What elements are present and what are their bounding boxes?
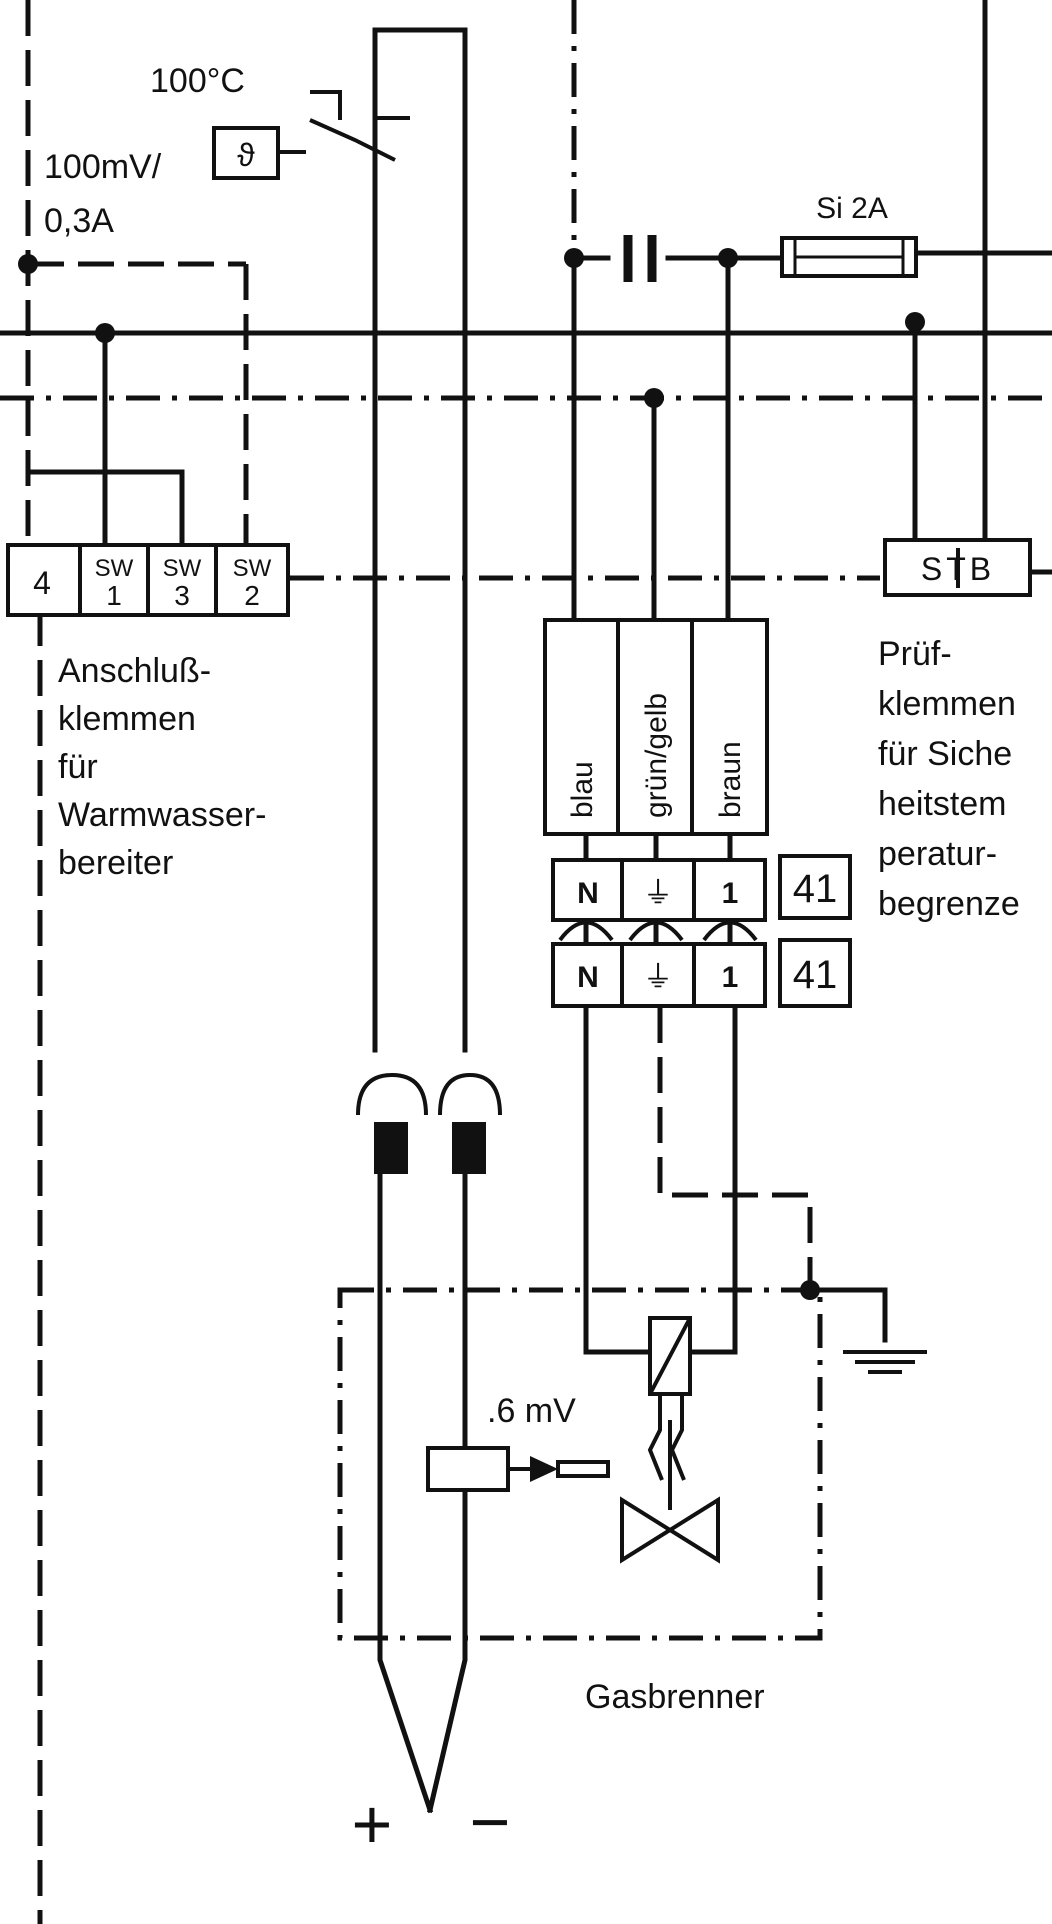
junction-dot <box>18 254 38 274</box>
thermocouple-sensor: .6 mV <box>426 1392 610 1492</box>
burner-label: Gasbrenner <box>585 1678 765 1716</box>
receptacle-arc <box>702 920 758 942</box>
stb-caption-line: begrenze <box>878 885 1020 923</box>
switch-actuator <box>310 90 342 120</box>
dhw-caption-line: Anschluß- <box>58 652 211 690</box>
connector-41-lower: N ⏚ 1 41 <box>551 938 852 1008</box>
coil-diagonal <box>648 1317 692 1395</box>
dhw-caption-line: für <box>58 748 98 786</box>
valve-body-right <box>666 1496 720 1564</box>
theta-symbol: ϑ <box>237 137 255 173</box>
junction-dot <box>644 388 664 408</box>
temperature-label: 100°C <box>150 62 245 100</box>
pin-1: 1 <box>722 877 739 910</box>
terminal-sw3-prefix: SW <box>163 555 202 582</box>
junction-dot <box>718 248 738 268</box>
stb-caption-line: Prüf- <box>878 635 952 673</box>
pin-n: N <box>577 877 599 910</box>
current-label: 0,3A <box>44 202 114 240</box>
ground-symbol <box>843 1350 927 1374</box>
stb-caption-line: klemmen <box>878 685 1016 723</box>
junction-dot <box>905 312 925 332</box>
voltage-label: .6 mV <box>487 1392 576 1430</box>
valve-pe-wire <box>657 1007 813 1290</box>
cable-color-blau: blau <box>566 761 599 818</box>
receptacle-arc <box>628 920 684 942</box>
cable-box-frame <box>543 618 769 836</box>
pin-earth: ⏚ <box>643 877 673 910</box>
junction-dot <box>95 323 115 343</box>
terminal-sw3-number: 3 <box>174 580 190 611</box>
ground-wire <box>807 1287 888 1343</box>
connector-number-box <box>778 854 852 920</box>
dhw-caption-line: klemmen <box>58 700 196 738</box>
pin-n: N <box>577 961 599 994</box>
cable-color-braun: braun <box>714 741 747 818</box>
dhw-caption-line: bereiter <box>58 844 173 882</box>
terminal-sw2-number: 2 <box>244 580 260 611</box>
connector-number: 41 <box>793 867 838 911</box>
plug-pin <box>374 1122 408 1174</box>
cable-color-box: blau grün/gelb braun <box>543 618 769 836</box>
fuse: Si 2A <box>780 192 918 278</box>
valve-body-left <box>620 1496 674 1564</box>
terminal-sw1-number: 1 <box>106 580 122 611</box>
stb-label: STB <box>921 551 995 587</box>
sensor-arrow <box>530 1456 558 1482</box>
junction-dot <box>800 1280 820 1300</box>
pin-earth: ⏚ <box>643 961 673 994</box>
pin-1: 1 <box>722 961 739 994</box>
valve-l-wire <box>685 1004 738 1355</box>
dhw-caption-line: Warmwasser- <box>58 796 266 834</box>
thermocouple-minus-lead-lower <box>426 1157 468 1814</box>
junction-dot <box>564 248 584 268</box>
valve-linkage <box>647 1394 664 1481</box>
minus-sign: − <box>470 1783 511 1861</box>
connector-frame <box>551 858 767 922</box>
terminal-sw2-prefix: SW <box>233 555 272 582</box>
stb-caption-line: für Siche <box>878 735 1012 773</box>
terminal-4: 4 <box>33 565 51 601</box>
plug-socket-arc <box>438 1072 502 1116</box>
stb-caption-line: peratur- <box>878 835 997 873</box>
connector-number-box <box>778 938 852 1008</box>
valve-n-wire <box>583 1004 663 1355</box>
switch-contact <box>309 118 396 162</box>
connector-frame <box>551 942 767 1008</box>
fuse-label: Si 2A <box>816 192 888 225</box>
connector-number: 41 <box>793 953 838 997</box>
rating-label: 100mV/ <box>44 148 162 186</box>
receptacle-arc <box>558 920 614 942</box>
plug-socket-arc <box>356 1072 428 1116</box>
dhw-terminal-block: 4 SW 1 SW 3 SW 2 Anschluß- klemmen für W… <box>6 543 290 882</box>
valve-linkage <box>669 1394 686 1481</box>
gas-valve <box>620 1316 720 1564</box>
capacitor <box>623 235 657 282</box>
connector-41-upper: N ⏚ 1 41 <box>551 854 852 942</box>
sensor-tip <box>556 1460 610 1478</box>
thermocouple-plugs <box>356 1072 502 1174</box>
sw3-wire <box>25 469 185 548</box>
stb-caption-line: heitstem <box>878 785 1007 823</box>
burner-enclosure <box>337 1287 823 1641</box>
plug-pin <box>452 1122 486 1174</box>
sensor-body <box>426 1446 510 1492</box>
thermostat-switch: ϑ 100°C 100mV/ 0,3A <box>44 62 410 240</box>
junction-dots <box>18 248 925 1300</box>
cable-color-gruen-gelb: grün/gelb <box>640 693 673 818</box>
terminal-sw1-prefix: SW <box>95 555 134 582</box>
plus-sign: + <box>352 1785 393 1863</box>
stb-terminal: STB Prüf- klemmen für Siche heitstem per… <box>878 538 1032 923</box>
thermostat-symbol-box <box>212 126 280 180</box>
thermocouple-plus-lead-lower <box>377 1157 434 1814</box>
